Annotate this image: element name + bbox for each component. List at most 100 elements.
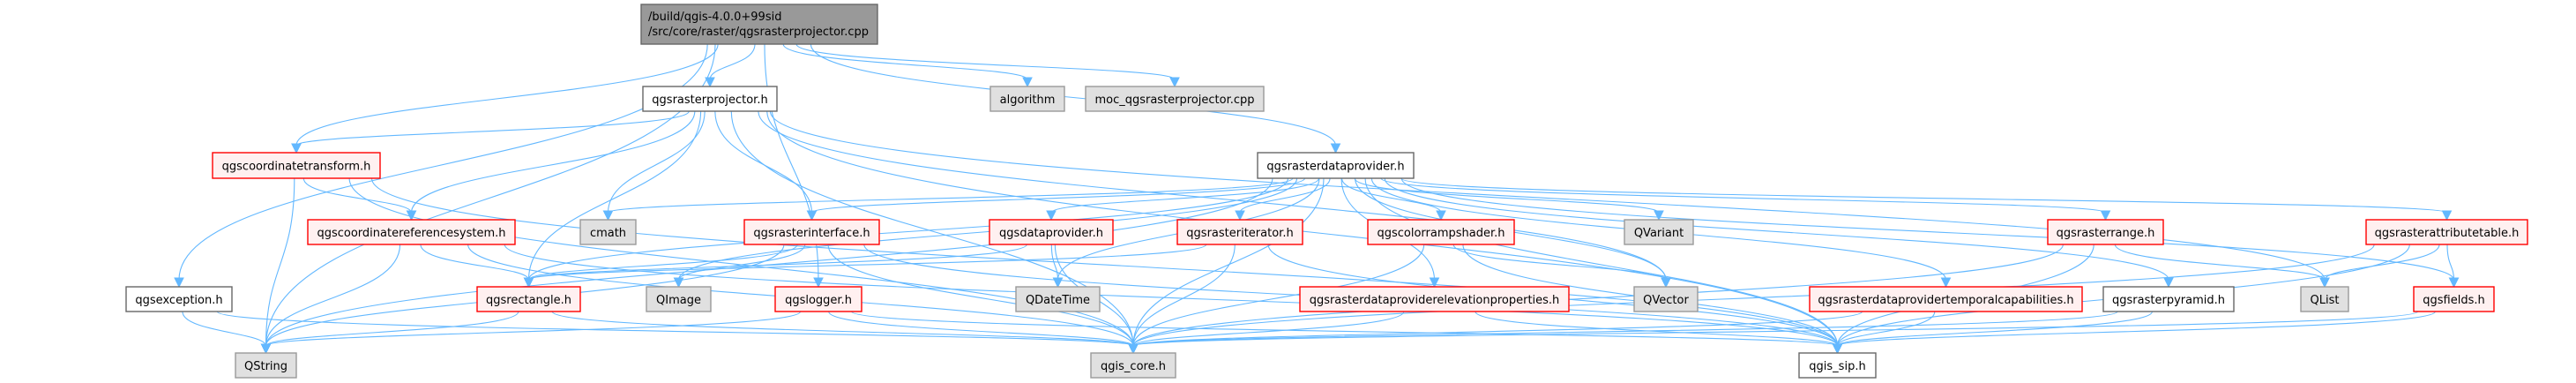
edge-dataprovider-to-qdatetime (1050, 244, 1059, 281)
edge-rasterdataprovider-to-rasterinterface (810, 177, 1305, 214)
node-coordtransform[interactable]: qgscoordinatetransform.h (212, 152, 381, 179)
node-temporal[interactable]: qgsrasterdataprovidertemporalcapabilitie… (1809, 286, 2083, 312)
edge-rasteriterator-to-rectangle (527, 244, 1207, 281)
node-box (2413, 286, 2495, 312)
node-exception[interactable]: qgsexception.h (125, 286, 233, 312)
node-label: qgsrasterdataprovidertemporalcapabilitie… (1818, 294, 2073, 307)
node-box (2102, 286, 2235, 312)
edge-rasterinterface-to-qimage (677, 244, 806, 281)
node-box (579, 219, 637, 245)
arrowhead-rasterdataprovider-to-attributetable (2441, 210, 2453, 222)
node-label: qgsfields.h (2423, 294, 2484, 307)
node-box (1624, 219, 1694, 245)
node-box (1633, 286, 1699, 312)
node-algorithm[interactable]: algorithm (989, 86, 1065, 112)
edge-rasterdataprovider-to-qgis_core (1132, 177, 1325, 347)
node-rasterrange[interactable]: qgsrasterrange.h (2047, 219, 2164, 245)
node-label: QImage (656, 294, 701, 307)
edge-colorrampshader-to-qgis_core (1132, 244, 1425, 347)
node-qdatetime[interactable]: QDateTime (1015, 286, 1101, 312)
node-colorrampshader[interactable]: qgscolorrampshader.h (1367, 219, 1515, 245)
node-rasterprojector-h[interactable]: qgsrasterprojector.h (642, 86, 778, 112)
node-label: QString (244, 360, 287, 373)
edge-rasterdataprovider-to-dataprovider (1050, 177, 1320, 214)
node-qgis-core[interactable]: qgis_core.h (1090, 352, 1176, 379)
node-box (646, 286, 712, 312)
node-qimage[interactable]: QImage (646, 286, 712, 312)
arrowhead-root-to-rasterdataprovider (1330, 143, 1341, 154)
edge-rasterprojector_h-to-qlist (769, 110, 2326, 281)
arrowhead-rasterdataprovider-to-colorrampshader (1436, 210, 1446, 222)
node-box (989, 219, 1114, 245)
edge-exception-to-qstring (182, 311, 267, 347)
node-box (125, 286, 233, 312)
node-label: qgscolorrampshader.h (1377, 227, 1505, 240)
edge-rasterinterface-to-rectangle (527, 244, 798, 281)
node-label: qgscoordinatetransform.h (222, 161, 371, 174)
node-root[interactable]: /build/qgis-4.0.0+99sid/src/core/raster/… (640, 4, 878, 45)
node-qlist[interactable]: QList (2300, 286, 2349, 312)
node-box (1176, 219, 1303, 245)
edge-rasterdataprovider-to-rasterrange (1380, 177, 2107, 214)
node-qvariant[interactable]: QVariant (1624, 219, 1694, 245)
node-cmath[interactable]: cmath (579, 219, 637, 245)
arrowhead-rasterdataprovider-to-elevation (1429, 277, 1440, 289)
node-logger[interactable]: qgslogger.h (774, 286, 862, 312)
node-attributetable[interactable]: qgsrasterattributetable.h (2365, 219, 2528, 245)
node-box (212, 152, 381, 179)
node-label: QVariant (1634, 227, 1684, 240)
node-rasteriterator[interactable]: qgsrasteriterator.h (1176, 219, 1303, 245)
node-label: qgsrasterprojector.h (652, 94, 767, 107)
node-fields[interactable]: qgsfields.h (2413, 286, 2495, 312)
edge-elevation-to-qgis_core (1132, 311, 1405, 347)
arrowhead-root-to-rasterprojector_h (705, 77, 715, 88)
node-box (743, 219, 880, 245)
edge-rasterdataprovider-to-qimage (677, 177, 1298, 281)
edge-coordtransform-to-qstring (265, 177, 295, 347)
edge-rectangle-to-qstring (265, 311, 519, 347)
arrowhead-rasterdataprovider-to-qvariant (1654, 210, 1664, 222)
node-box (307, 219, 516, 245)
arrowhead-rasterinterface-to-qimage (673, 277, 684, 289)
arrowhead-coordtransform-to-crs (406, 210, 417, 222)
arrowhead-fields-to-qgis_sip (1832, 343, 1843, 355)
edge-attributetable-to-qgis_core (1132, 244, 2375, 347)
edge-pyramid-to-qgis_core (1132, 311, 2118, 347)
edge-rasterprojector_h-to-qvector (758, 110, 1667, 281)
edge-root-to-moc (795, 43, 1176, 80)
edge-coordtransform-to-crs (302, 177, 413, 214)
node-qvector[interactable]: QVector (1633, 286, 1699, 312)
edge-rasterprojector_h-to-qgis_core (730, 110, 1134, 347)
edge-rasterdataprovider-to-cmath (607, 177, 1294, 214)
node-qgis-sip[interactable]: qgis_sip.h (1798, 352, 1877, 379)
node-box (642, 86, 778, 112)
node-label: qgsrasterattributetable.h (2375, 227, 2520, 240)
node-label: qgsrasterrange.h (2057, 227, 2155, 240)
edge-fields-to-qgis_sip (1836, 311, 2436, 347)
node-pyramid[interactable]: qgsrasterpyramid.h (2102, 286, 2235, 312)
node-label: QDateTime (1026, 294, 1090, 307)
node-rasterinterface[interactable]: qgsrasterinterface.h (743, 219, 880, 245)
node-moc[interactable]: moc_qgsrasterprojector.cpp (1085, 86, 1265, 112)
node-box (774, 286, 862, 312)
node-rasterdataprovider[interactable]: qgsrasterdataprovider.h (1257, 152, 1415, 179)
node-box (476, 286, 581, 312)
edge-temporal-to-qgis_core (1132, 311, 1863, 347)
node-label: QList (2311, 294, 2340, 307)
node-elevation[interactable]: qgsrasterdataproviderelevationproperties… (1299, 286, 1570, 312)
edge-rasterprojector_h-to-rectangle (527, 110, 702, 281)
node-rectangle[interactable]: qgsrectangle.h (476, 286, 581, 312)
node-label: algorithm (1000, 94, 1056, 107)
node-box (1015, 286, 1101, 312)
node-box (235, 352, 297, 379)
edge-attributetable-to-qlist (2324, 244, 2440, 281)
node-box (2047, 219, 2164, 245)
node-crs[interactable]: qgscoordinatereferencesystem.h (307, 219, 516, 245)
node-dataprovider[interactable]: qgsdataprovider.h (989, 219, 1114, 245)
arrowhead-root-to-exception (174, 277, 184, 289)
edge-root-to-rasterprojector_h (709, 43, 756, 80)
node-qstring[interactable]: QString (235, 352, 297, 379)
edge-temporal-to-qgis_sip (1836, 311, 1936, 347)
edge-rasterprojector_h-to-rasterinterface (714, 110, 813, 214)
